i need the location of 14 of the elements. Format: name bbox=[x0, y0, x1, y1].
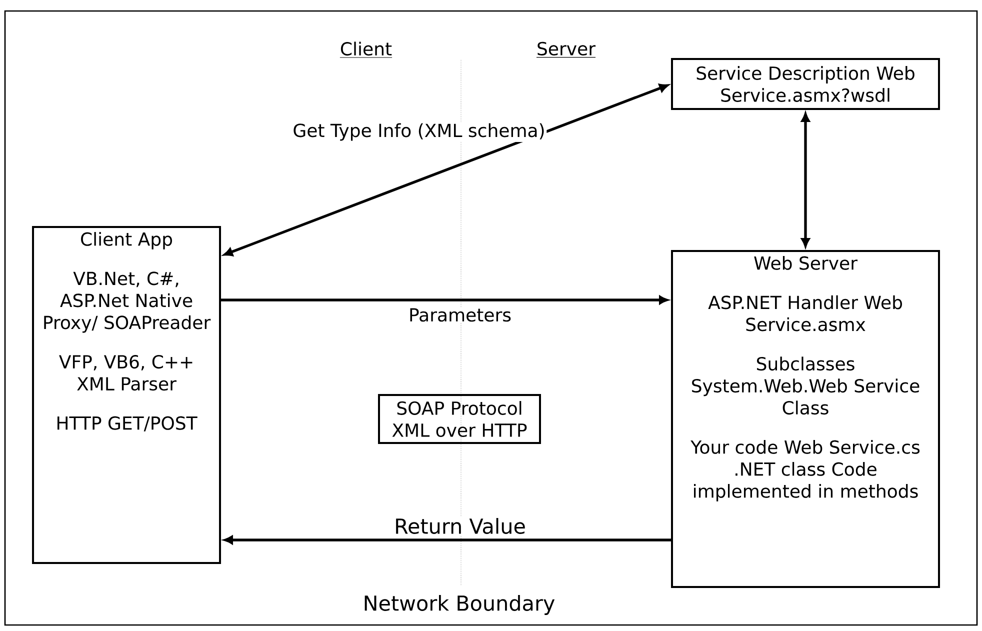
arrow bbox=[801, 113, 810, 247]
protocol-box: SOAP Protocol XML over HTTP bbox=[378, 394, 541, 444]
edge-label: Return Value bbox=[392, 516, 528, 536]
column-heading: Server bbox=[536, 42, 596, 58]
edge-label: Parameters bbox=[407, 306, 513, 323]
arrow bbox=[221, 296, 668, 304]
arrow bbox=[224, 536, 671, 544]
server-box: Web Server ASP.NET Handler Web Service.asmx Subclasses System.Web.Web Service Class Your code Web Service.cs .NET class Code implemented in methods bbox=[671, 250, 940, 588]
column-heading: Client bbox=[340, 42, 392, 58]
client-box: Client App VB.Net, C#, ASP.Net Native Proxy/ SOAPreader VFP, VB6, C++ XML Parser HTTP GET/POST bbox=[32, 226, 222, 564]
boundary-label: Network Boundary bbox=[364, 594, 555, 615]
edge-label: Get Type Info (XML schema) bbox=[291, 122, 547, 142]
service-box: Service Description Web Service.asmx?wsdl bbox=[671, 58, 940, 110]
arrow bbox=[224, 84, 668, 256]
